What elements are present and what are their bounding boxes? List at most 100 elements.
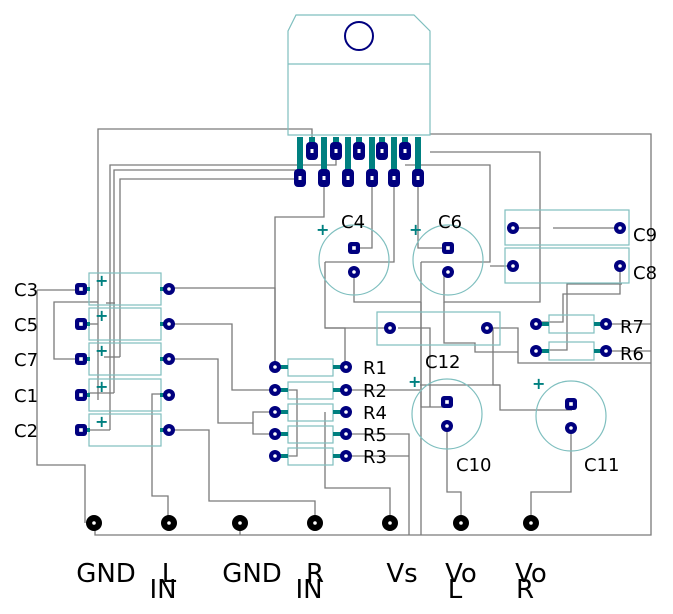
resistor-pad-hole <box>273 365 277 369</box>
connector-sublabel: L <box>448 575 463 605</box>
capacitor-pad-plus-hole <box>79 393 83 397</box>
capacitor-c5: + C5 <box>14 306 175 341</box>
polarity-plus: + <box>95 341 108 360</box>
connector-gnd: GND <box>222 515 282 589</box>
resistor-pad-hole <box>344 432 348 436</box>
resistor-r1: R1 <box>269 358 387 379</box>
capacitor-pad-hole <box>618 226 622 230</box>
connector-label: Vs <box>386 559 417 589</box>
resistor-lead <box>333 388 345 392</box>
polarity-plus: + <box>408 372 421 391</box>
capacitor-label: C5 <box>14 315 38 336</box>
capacitor-c11: + C11 <box>532 374 619 476</box>
connector-label: Vo <box>515 559 547 589</box>
ic-package <box>287 14 431 187</box>
capacitor-c2: + C2 <box>14 412 175 447</box>
ic-pin-hole <box>310 149 314 153</box>
capacitor-label: C4 <box>341 212 365 233</box>
capacitor-outline <box>535 380 607 452</box>
capacitor-pad-minus-hole <box>167 357 171 361</box>
capacitor-pad-minus-hole <box>446 270 450 274</box>
resistor-pad-hole <box>273 454 277 458</box>
capacitor-c9: C9 <box>504 209 657 246</box>
capacitor-pad-plus-hole <box>352 246 356 250</box>
ic-pin-hole <box>403 149 407 153</box>
capacitor-pad-minus-hole <box>445 424 449 428</box>
capacitor-pad-plus-hole <box>79 357 83 361</box>
resistor-label: R4 <box>363 403 387 424</box>
resistor-pad-hole <box>604 349 608 353</box>
ic-pin-hole <box>392 176 396 180</box>
resistor-label: R2 <box>363 381 387 402</box>
capacitor-pad-hole <box>511 264 515 268</box>
capacitor-label: C7 <box>14 350 38 371</box>
resistor-lead <box>538 322 549 326</box>
capacitor-label: C11 <box>584 455 619 476</box>
resistor-r2: R2 <box>269 381 387 402</box>
capacitor-label: C10 <box>456 455 491 476</box>
resistor-lead <box>594 322 605 326</box>
capacitor-pad-plus-hole <box>79 287 83 291</box>
resistor-lead <box>276 454 288 458</box>
resistor-lead <box>333 410 345 414</box>
capacitor-c12: C12 <box>425 352 460 373</box>
connector-r-in: RIN <box>295 515 324 605</box>
capacitor-pad-minus-hole <box>569 426 573 430</box>
connector-label: GND <box>76 559 136 589</box>
resistor-r3: R3 <box>269 447 387 468</box>
resistor-lead <box>333 365 345 369</box>
capacitor-label: C2 <box>14 421 38 442</box>
capacitor-pad-hole <box>511 226 515 230</box>
resistor-label: R6 <box>620 344 644 365</box>
terminal-hole <box>238 521 242 525</box>
capacitor-label: C3 <box>14 280 38 301</box>
ic-lead <box>369 137 375 179</box>
resistor-label: R3 <box>363 447 387 468</box>
polarity-plus: + <box>95 306 108 325</box>
connector-label: Vo <box>445 559 477 589</box>
polarity-plus: + <box>95 271 108 290</box>
resistor-label: R5 <box>363 425 387 446</box>
resistor-pad-hole <box>534 349 538 353</box>
connector-l-in: LIN <box>149 515 177 605</box>
ic-lead <box>297 137 303 179</box>
resistor-r7: R7 <box>530 314 644 338</box>
capacitor-pad-minus-hole <box>167 287 171 291</box>
capacitor-label: C9 <box>633 225 657 246</box>
resistor-pad-hole <box>344 365 348 369</box>
resistor-pad-hole <box>273 410 277 414</box>
capacitor-c7: + C7 <box>14 341 175 376</box>
resistor-lead <box>276 388 288 392</box>
connector-label: R <box>306 559 324 589</box>
ic-lead <box>415 137 421 179</box>
polarity-plus: + <box>409 220 422 239</box>
capacitor-pad-plus-hole <box>445 400 449 404</box>
ic-pin-hole <box>346 176 350 180</box>
capacitor-c8: C8 <box>504 247 657 284</box>
resistor-outline <box>548 314 595 334</box>
resistor-r4: R4 <box>269 403 387 424</box>
connector-sublabel: R <box>516 575 534 605</box>
ic-pins <box>294 137 424 187</box>
polarity-plus: + <box>95 412 108 431</box>
capacitor-pad-plus-hole <box>569 402 573 406</box>
polarity-plus: + <box>532 374 545 393</box>
resistor-outline <box>287 403 334 422</box>
connector-vo-l: VoL <box>445 515 477 605</box>
resistor-lead <box>276 432 288 436</box>
connector-vs: Vs <box>382 515 418 589</box>
resistor-pad-hole <box>344 410 348 414</box>
capacitor-label: C12 <box>425 352 460 373</box>
ic-lead <box>321 137 327 179</box>
capacitor-outline <box>411 378 483 450</box>
resistor-outline <box>548 341 595 361</box>
capacitor-label: C1 <box>14 386 38 407</box>
capacitor-outline <box>504 247 630 284</box>
capacitor-pad-plus-hole <box>79 322 83 326</box>
capacitor-outline <box>412 224 484 296</box>
resistor-label: R7 <box>620 317 644 338</box>
capacitor-pad-minus-hole <box>167 393 171 397</box>
